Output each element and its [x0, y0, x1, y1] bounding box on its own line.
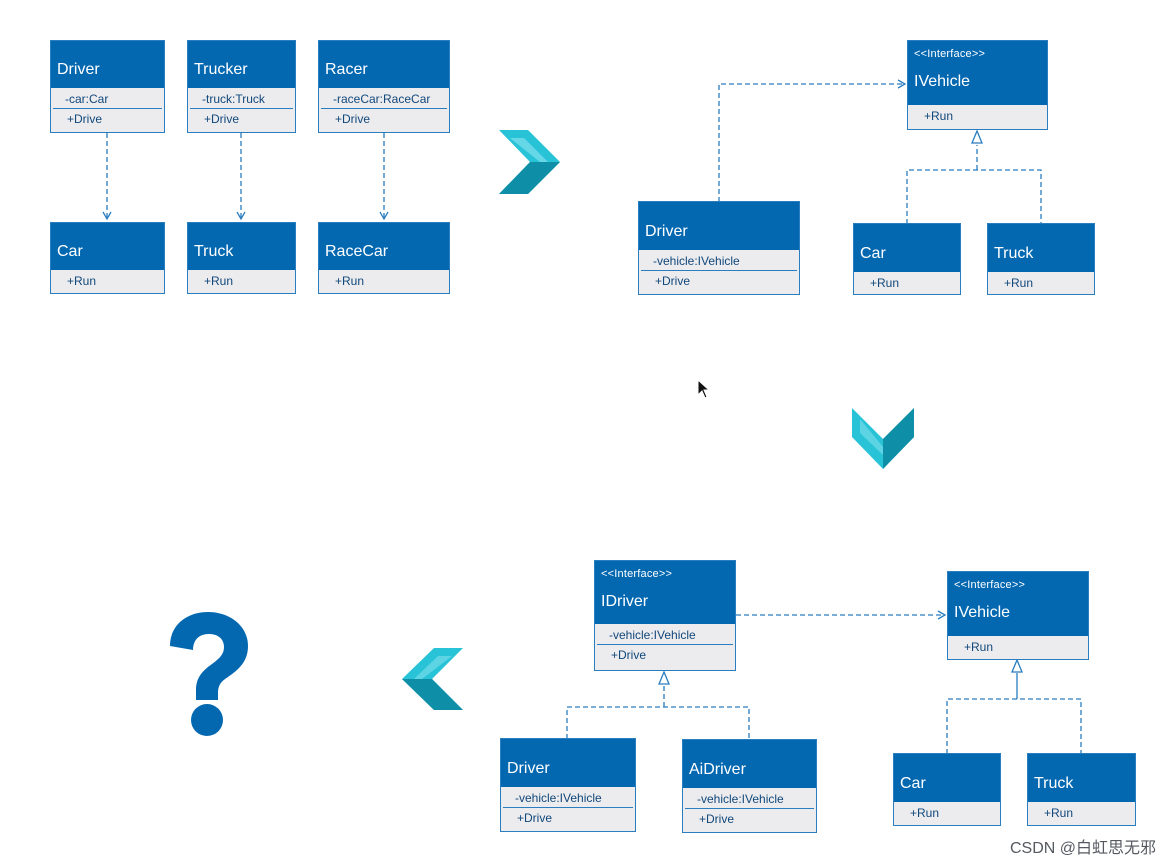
class-driver-3: Driver -vehicle:IVehicle +Drive	[500, 738, 636, 832]
interface-idriver: <<Interface>> IDriver -vehicle:IVehicle …	[594, 560, 736, 671]
operation: +Run	[1044, 806, 1074, 820]
class-name: AiDriver	[689, 761, 746, 778]
attribute: -vehicle:IVehicle	[503, 789, 633, 808]
operation: +Run	[1004, 276, 1034, 290]
class-name: IDriver	[601, 593, 649, 610]
operation: +Drive	[655, 274, 691, 288]
class-trucker: Trucker -truck:Truck +Drive	[187, 40, 296, 133]
class-driver: Driver -car:Car +Drive	[50, 40, 165, 133]
interface-ivehicle-2: <<Interface>> IVehicle +Run	[947, 571, 1089, 660]
class-truck: Truck +Run	[187, 222, 296, 294]
class-name: RaceCar	[325, 243, 389, 260]
class-name: Car	[57, 243, 83, 260]
class-car-3: Car +Run	[893, 753, 1001, 826]
operation: +Run	[870, 276, 900, 290]
class-truck-3: Truck +Run	[1027, 753, 1136, 826]
class-name: Racer	[325, 61, 368, 78]
attribute: -vehicle:IVehicle	[641, 252, 797, 271]
operation: +Run	[964, 640, 994, 654]
class-name: Trucker	[194, 61, 248, 78]
generalization-head-1	[971, 129, 983, 144]
operation: +Drive	[699, 812, 735, 826]
interface-ivehicle: <<Interface>> IVehicle +Run	[907, 40, 1048, 130]
stereotype-label: <<Interface>>	[601, 568, 673, 580]
operation: +Run	[924, 109, 954, 123]
class-driver-2: Driver -vehicle:IVehicle +Drive	[638, 201, 800, 295]
attribute: -car:Car	[53, 90, 162, 109]
class-name: IVehicle	[914, 73, 971, 90]
real-car-ivehicle	[906, 169, 1042, 224]
operation: +Run	[67, 274, 97, 288]
attribute: -vehicle:IVehicle	[597, 626, 733, 645]
generalization-head-3	[1011, 658, 1023, 673]
stereotype-label: <<Interface>>	[954, 579, 1026, 591]
class-name: Car	[900, 775, 926, 792]
operation: +Drive	[517, 811, 553, 825]
real-driver-idriver	[566, 706, 750, 739]
operation: +Drive	[611, 648, 647, 662]
stereotype-label: <<Interface>>	[914, 48, 986, 60]
question-mark-icon	[170, 612, 248, 736]
operation: +Drive	[335, 112, 371, 126]
class-racecar: RaceCar +Run	[318, 222, 450, 294]
class-car: Car +Run	[50, 222, 165, 294]
attribute: -raceCar:RaceCar	[321, 90, 447, 109]
class-name: Driver	[645, 223, 688, 240]
class-racer: Racer -raceCar:RaceCar +Drive	[318, 40, 450, 133]
operation: +Drive	[204, 112, 240, 126]
watermark: CSDN @白虹思无邪	[1009, 840, 1156, 857]
real-car-ivehicle-2	[946, 698, 1082, 754]
generalization-head-2	[658, 670, 670, 685]
class-name: Driver	[507, 760, 550, 777]
class-aidriver: AiDriver -vehicle:IVehicle +Drive	[682, 739, 817, 833]
operation: +Drive	[67, 112, 103, 126]
chevron-left-icon	[402, 648, 463, 710]
operation: +Run	[335, 274, 365, 288]
class-name: Truck	[994, 245, 1034, 262]
class-name: Truck	[1034, 775, 1074, 792]
operation: +Run	[204, 274, 234, 288]
class-name: Truck	[194, 243, 234, 260]
class-car-2: Car +Run	[853, 223, 961, 295]
chevron-right-icon	[499, 130, 560, 194]
chevron-down-icon	[852, 408, 914, 469]
mouse-cursor-icon	[697, 379, 711, 399]
class-truck-2: Truck +Run	[987, 223, 1095, 295]
class-name: Car	[860, 245, 886, 262]
class-name: Driver	[57, 61, 100, 78]
attribute: -vehicle:IVehicle	[685, 790, 814, 809]
class-name: IVehicle	[954, 604, 1011, 621]
dep-driver-ivehicle	[718, 79, 907, 202]
attribute: -truck:Truck	[190, 90, 293, 109]
operation: +Run	[910, 806, 940, 820]
